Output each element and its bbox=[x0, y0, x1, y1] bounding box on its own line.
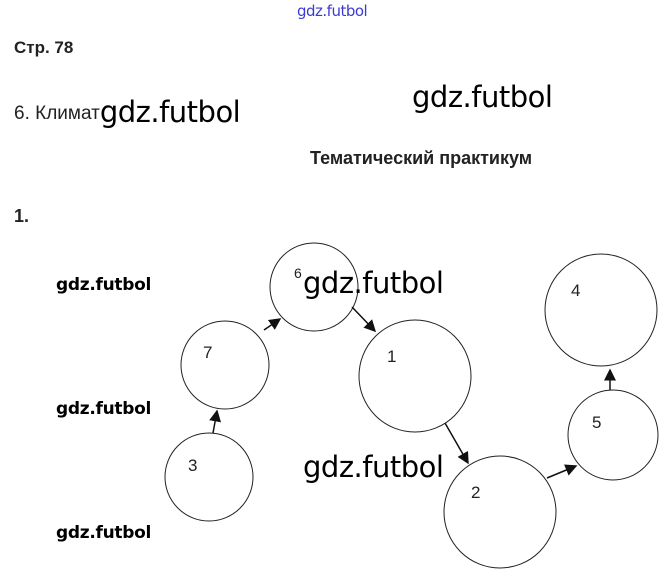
watermark: gdz.futbol bbox=[56, 399, 151, 419]
node-label: 4 bbox=[571, 281, 580, 300]
node-label: 2 bbox=[471, 483, 480, 502]
arrow bbox=[351, 306, 377, 333]
watermark: gdz.futbol bbox=[303, 266, 444, 300]
node-label: 6 bbox=[294, 265, 302, 281]
arrow bbox=[546, 464, 578, 479]
page-number: Стр. 78 bbox=[14, 38, 74, 57]
topic-label: 6. Климат bbox=[14, 103, 100, 124]
watermark: gdz.futbol bbox=[303, 450, 444, 484]
node-circle bbox=[180, 320, 270, 410]
watermark: gdz.futbol bbox=[99, 95, 241, 129]
node-circle bbox=[164, 432, 254, 522]
topic-title: 6. Климатgdz.futbol bbox=[14, 92, 241, 129]
section-subtitle: Тематический практикум bbox=[310, 148, 533, 168]
node-label: 1 bbox=[387, 347, 396, 366]
node-circle bbox=[567, 389, 659, 481]
node-circle bbox=[544, 253, 658, 367]
node-circle bbox=[443, 455, 557, 569]
node-circle bbox=[358, 319, 472, 433]
arrow bbox=[263, 318, 282, 331]
arrow bbox=[209, 409, 222, 434]
watermark: gdz.futbol bbox=[56, 275, 151, 295]
node-label: 5 bbox=[592, 413, 601, 432]
node-label: 3 bbox=[188, 456, 197, 475]
node-label: 7 bbox=[203, 343, 212, 362]
node-circle bbox=[269, 242, 359, 332]
watermark: gdz.futbol bbox=[412, 80, 553, 114]
watermark-top: gdz.futbol bbox=[297, 2, 368, 20]
watermark: gdz.futbol bbox=[56, 523, 151, 543]
arrow bbox=[444, 422, 469, 465]
task-number: 1. bbox=[14, 206, 30, 226]
